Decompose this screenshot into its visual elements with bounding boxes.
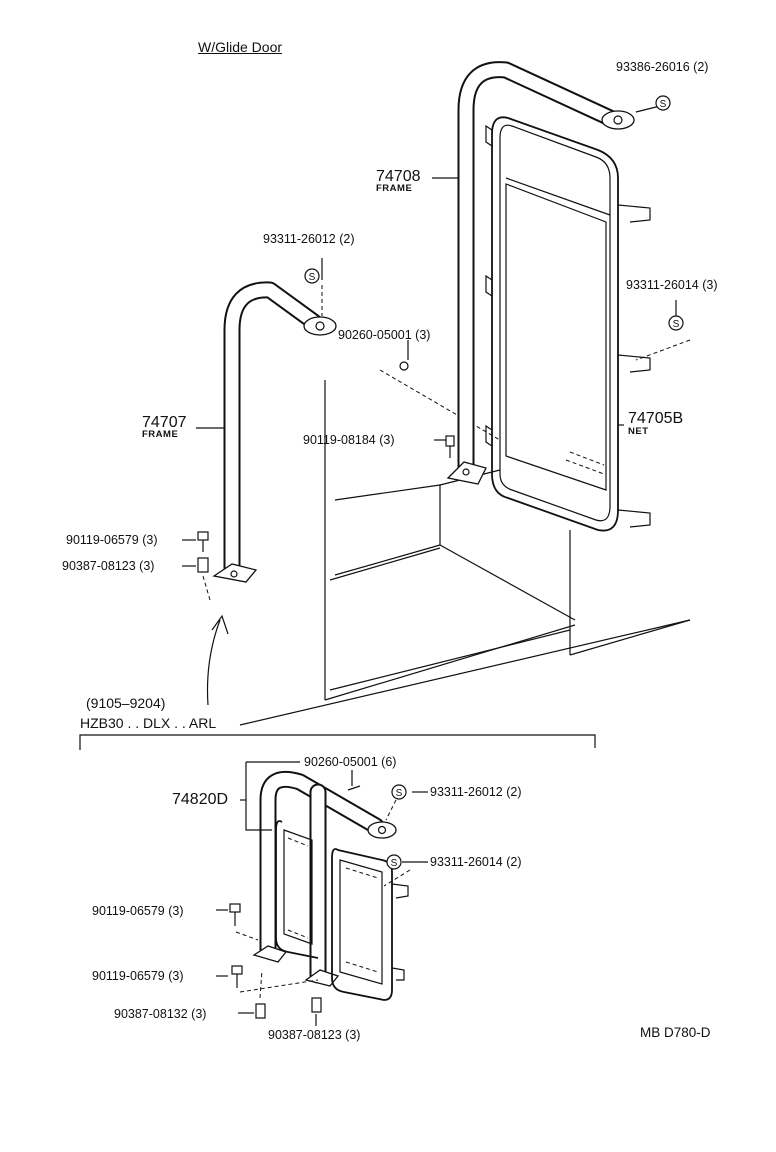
direction-arrow [206,614,229,706]
label-90119-06579: 90119-06579 (3) [66,533,158,547]
label-74707: 74707 [142,414,187,431]
frame-74708 [446,61,635,485]
label-90387-08123: 90387-08123 (3) [62,559,155,573]
label-74708: 74708 [376,168,421,185]
s-symbol-1: S [655,95,671,111]
label-90119-06579-lower-b: 90119-06579 (3) [92,969,184,983]
net-74705B [485,116,651,532]
svg-text:S: S [660,99,667,110]
label-93311-26012: 93311-26012 (2) [263,232,355,246]
lower-leader-lines [216,761,428,1026]
label-90387-08123-lower: 90387-08123 (3) [268,1028,361,1042]
svg-text:S: S [391,858,398,869]
label-93311-26014: 93311-26014 (3) [626,278,718,292]
net-panel-right [331,848,409,1001]
frame-74707 [212,281,337,583]
label-90119-08184: 90119-08184 (3) [303,433,395,447]
s-symbol-2: S [304,268,320,284]
net-panel-left [275,820,319,959]
label-90260-05001: 90260-05001 (3) [338,328,431,342]
label-74705B: 74705B [628,410,684,427]
frame-74820D [252,770,397,987]
label-74707-frame: FRAME [142,429,179,440]
label-90260-05001-lower: 90260-05001 (6) [304,755,397,769]
label-93311-26012-lower: 93311-26012 (2) [430,785,522,799]
diagram-title: W/Glide Door [198,39,283,55]
svg-text:S: S [309,272,316,283]
label-93386-26016: 93386-26016 (2) [616,60,709,74]
label-90387-08132: 90387-08132 (3) [114,1007,207,1021]
label-90119-06579-lower-a: 90119-06579 (3) [92,904,184,918]
section-models: HZB30 . . DLX . . ARL [80,715,217,731]
section-years: (9105–9204) [86,695,166,711]
s-symbol-3: S [668,315,684,331]
s-symbol-5: S [386,854,402,870]
label-74820D: 74820D [172,791,229,808]
label-74708-frame: FRAME [376,183,413,194]
label-74705B-net: NET [628,426,649,437]
svg-text:S: S [396,788,403,799]
upper-leader-lines [182,105,691,601]
svg-text:S: S [673,319,680,330]
label-93311-26014-lower: 93311-26014 (2) [430,855,522,869]
s-symbol-4: S [391,784,407,800]
document-code: MB D780-D [640,1025,711,1040]
section-bracket [79,734,596,750]
vehicle-body-outline [239,369,691,726]
